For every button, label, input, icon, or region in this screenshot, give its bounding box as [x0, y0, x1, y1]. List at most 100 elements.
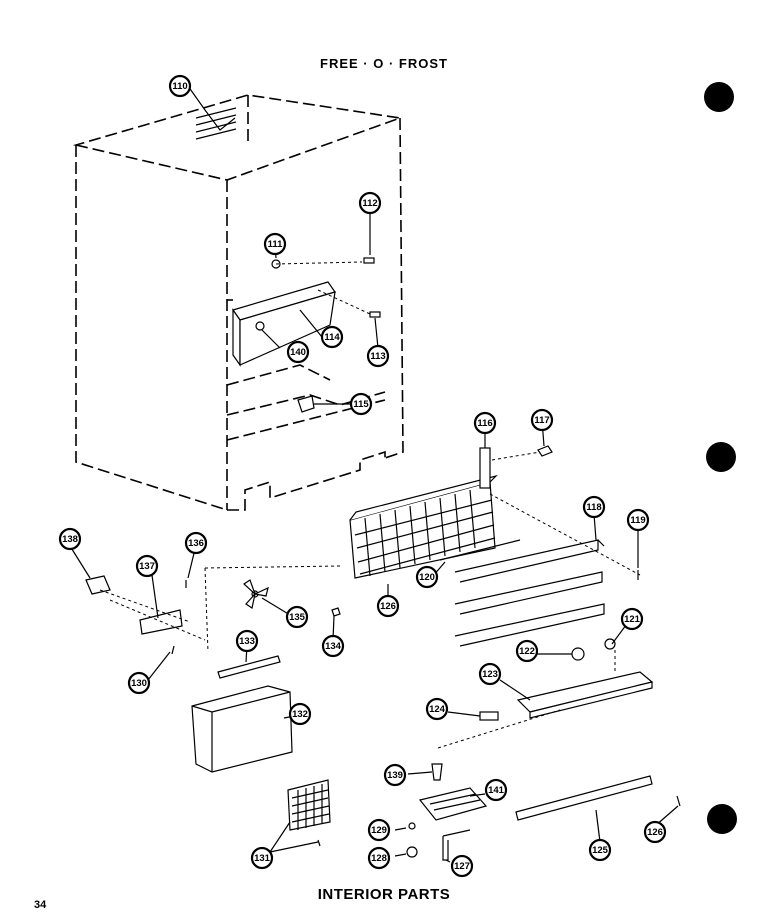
duct-132 — [191, 685, 293, 773]
binder-hole-bottom — [707, 804, 737, 834]
callout-circle — [168, 74, 192, 98]
callout-circle — [288, 702, 312, 726]
callout-128: 128 — [367, 846, 391, 870]
callout-circle — [263, 232, 287, 256]
screw-140 — [255, 321, 265, 331]
callout-116: 116 — [473, 411, 497, 435]
callout-118: 118 — [582, 495, 606, 519]
callout-circle — [367, 818, 391, 842]
callout-number: 139 — [387, 770, 403, 781]
cabinet-outline — [72, 94, 404, 511]
callout-circle — [473, 411, 497, 435]
callout-circle — [582, 495, 606, 519]
callout-number: 112 — [362, 198, 377, 209]
callout-134: 134 — [321, 634, 345, 658]
panel-114 — [239, 291, 336, 366]
callout-number: 118 — [586, 502, 601, 513]
callout-circle — [349, 392, 373, 416]
clip-112 — [363, 257, 375, 264]
callout-110: 110 — [168, 74, 192, 98]
callout-circle — [366, 344, 390, 368]
callout-circle — [588, 838, 612, 862]
callout-number: 129 — [371, 825, 387, 836]
callout-circle — [286, 340, 310, 364]
callout-circle — [184, 531, 208, 555]
drain-fitting-130 — [431, 763, 443, 781]
callout-136: 136 — [184, 531, 208, 555]
callout-number: 120 — [419, 572, 435, 583]
callout-126: 126 — [376, 594, 400, 618]
callout-number: 124 — [429, 704, 446, 715]
callout-circle — [285, 605, 309, 629]
callout-121: 121 — [620, 607, 644, 631]
motor-139 — [85, 575, 111, 595]
callout-circle — [135, 554, 159, 578]
callout-131: 131 — [250, 846, 274, 870]
callout-circle — [367, 846, 391, 870]
callout-circle — [478, 662, 502, 686]
callout-circle — [383, 763, 407, 787]
callout-circle — [321, 634, 345, 658]
part-129 — [408, 822, 416, 830]
bracket-115 — [297, 395, 315, 413]
callout-137: 137 — [135, 554, 159, 578]
binder-hole-top — [704, 82, 734, 112]
diagram-caption: INTERIOR PARTS — [317, 886, 451, 903]
callout-number: 132 — [292, 709, 308, 720]
callout-123: 123 — [478, 662, 502, 686]
callout-circle — [450, 854, 474, 878]
callout-circle — [320, 325, 344, 349]
panel-114-side — [232, 308, 241, 367]
callout-117: 117 — [530, 408, 554, 432]
callout-circle — [620, 607, 644, 631]
shroud-133 — [217, 655, 281, 679]
callout-114: 114 — [320, 325, 344, 349]
clip-124 — [479, 711, 499, 721]
callout-number: 128 — [371, 853, 387, 864]
callout-circle — [127, 671, 151, 695]
callout-138: 138 — [58, 527, 82, 551]
callout-127: 127 — [450, 854, 474, 878]
callout-number: 114 — [324, 332, 340, 343]
diagram-title: FREE · O · FROST — [320, 56, 448, 71]
callout-number: 131 — [254, 853, 271, 864]
callout-139: 139 — [383, 763, 407, 787]
callout-119: 119 — [626, 508, 650, 532]
callout-133: 133 — [235, 629, 259, 653]
callout-number: 111 — [268, 239, 284, 250]
callout-number: 122 — [519, 646, 535, 657]
callout-circle — [415, 565, 439, 589]
callout-number: 119 — [630, 515, 645, 526]
callout-number: 126 — [380, 601, 396, 612]
rail-125 — [515, 775, 653, 821]
bracket-127 — [442, 829, 471, 861]
callout-number: 127 — [454, 861, 470, 872]
callout-number: 134 — [325, 641, 342, 652]
callout-120: 120 — [415, 565, 439, 589]
grommet-122 — [571, 647, 585, 661]
callout-number: 126 — [647, 827, 663, 838]
callout-circle — [250, 846, 274, 870]
callout-number: 138 — [62, 534, 78, 545]
callout-number: 133 — [239, 636, 255, 647]
callout-number: 140 — [290, 347, 306, 358]
screw-136b — [171, 645, 175, 655]
callout-number: 125 — [592, 845, 609, 856]
callout-number: 121 — [624, 614, 641, 625]
callout-141: 141 — [484, 778, 508, 802]
evaporator-coil — [349, 447, 498, 579]
callout-111: 111 — [263, 232, 287, 256]
callout-number: 135 — [289, 612, 306, 623]
callout-circle — [515, 639, 539, 663]
fan-blade-135 — [243, 579, 269, 609]
callout-126: 126 — [643, 820, 667, 844]
callout-circle — [425, 697, 449, 721]
callout-115: 115 — [349, 392, 373, 416]
callout-circle — [358, 191, 382, 215]
callout-circle — [235, 629, 259, 653]
callout-number: 141 — [488, 785, 505, 796]
callout-circle — [376, 594, 400, 618]
filter-141 — [418, 787, 488, 821]
